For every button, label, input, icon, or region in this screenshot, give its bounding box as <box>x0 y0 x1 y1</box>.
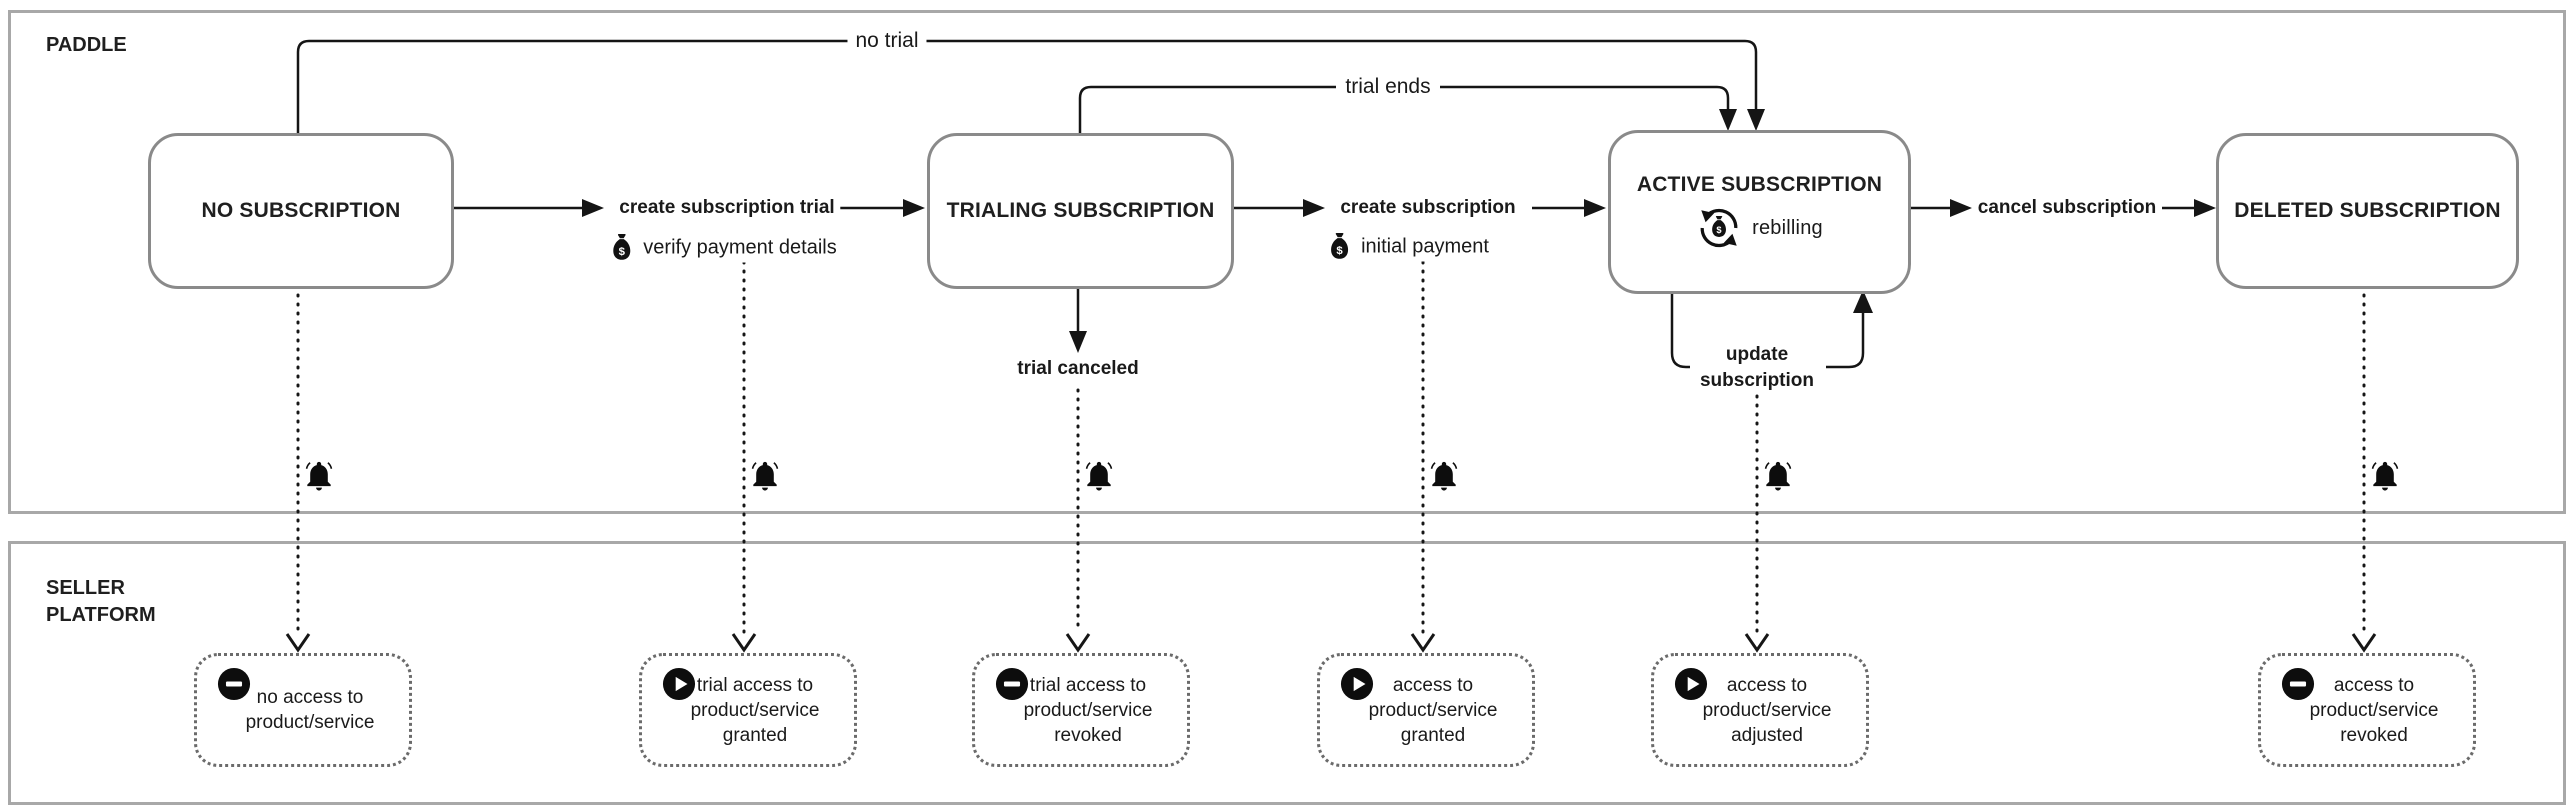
paddle-lane <box>8 10 2566 514</box>
event-text: no access to product/service <box>245 687 375 733</box>
transition-trial-ends: trial ends <box>1337 75 1439 99</box>
note-initial-payment: $ initial payment <box>1323 232 1493 262</box>
event-text: trial access to product/service revoked <box>1023 674 1153 746</box>
transition-create-subscription: create subscription <box>1334 197 1522 219</box>
svg-text:$: $ <box>1336 245 1343 257</box>
play-circle-icon <box>1340 667 1374 701</box>
minus-circle-icon <box>217 667 251 701</box>
event-trial-access-granted: trial access to product/service granted <box>639 653 857 767</box>
money-bag-icon: $ <box>1331 233 1349 259</box>
event-access-revoked: access to product/service revoked <box>2258 653 2476 767</box>
svg-text:$: $ <box>619 246 626 258</box>
event-text: access to product/service granted <box>1368 674 1498 746</box>
state-deleted-subscription: DELETED SUBSCRIPTION <box>2216 133 2519 289</box>
state-label: DELETED SUBSCRIPTION <box>2234 199 2501 222</box>
rebilling-icon: $ <box>1700 208 1738 248</box>
event-access-granted: access to product/service granted <box>1317 653 1535 767</box>
event-no-access: no access to product/service <box>194 653 412 767</box>
money-bag-icon: $ <box>613 234 631 260</box>
play-circle-icon <box>662 667 696 701</box>
transition-cancel-subscription: cancel subscription <box>1971 197 2163 219</box>
state-label: NO SUBSCRIPTION <box>201 199 401 222</box>
play-circle-icon <box>1674 667 1708 701</box>
state-label: TRIALING SUBSCRIPTION <box>946 199 1215 222</box>
event-text: access to product/service revoked <box>2309 674 2439 746</box>
transition-no-trial: no trial <box>847 29 927 53</box>
minus-circle-icon <box>2281 667 2315 701</box>
svg-text:$: $ <box>1717 225 1723 235</box>
state-active-subscription: ACTIVE SUBSCRIPTION $ rebilling <box>1608 130 1911 294</box>
minus-circle-icon <box>995 667 1029 701</box>
state-label: ACTIVE SUBSCRIPTION <box>1636 173 1883 196</box>
event-text: trial access to product/service granted <box>690 674 820 746</box>
rebilling-row: $ rebilling <box>1696 205 1823 251</box>
state-trialing-subscription: TRIALING SUBSCRIPTION <box>927 133 1234 289</box>
rebilling-label: rebilling <box>1752 216 1823 239</box>
state-no-subscription: NO SUBSCRIPTION <box>148 133 454 289</box>
paddle-lane-label: PADDLE <box>46 34 127 56</box>
seller-platform-lane-label: SELLER PLATFORM <box>46 577 156 626</box>
transition-update-subscription: update subscription <box>1699 344 1814 391</box>
event-access-adjusted: access to product/service adjusted <box>1651 653 1869 767</box>
note-verify-payment-details: $ verify payment details <box>605 233 841 263</box>
transition-trial-canceled: trial canceled <box>1011 358 1145 380</box>
event-trial-access-revoked: trial access to product/service revoked <box>972 653 1190 767</box>
event-text: access to product/service adjusted <box>1702 674 1832 746</box>
transition-create-subscription-trial: create subscription trial <box>613 197 841 219</box>
seller-platform-lane <box>8 541 2566 805</box>
